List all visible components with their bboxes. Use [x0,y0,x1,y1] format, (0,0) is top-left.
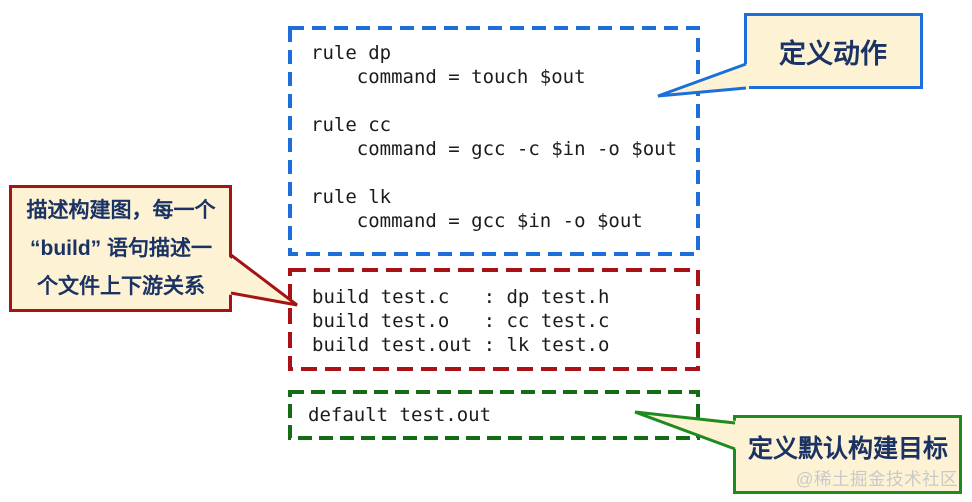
callout-default-target-label: 定义默认构建目标 [747,435,948,463]
watermark: @稀土掘金技术社区 [795,469,958,489]
ninja-rules-code: rule dp command = touch $out rule cc com… [311,42,678,232]
callout-build-graph-tail-edge [230,253,298,307]
builds-section-outline [288,268,700,371]
callout-default-target-tail-edge [634,410,736,451]
ninja-build-statements-code: build test.c : dp test.h build test.o : … [312,286,610,356]
callout-default-target-box [733,415,962,494]
callout-define-action-label: 定义动作 [779,38,887,69]
default-section-outline [288,390,700,440]
callout-define-action-box [744,13,923,89]
rules-section-outline [288,26,700,256]
ninja-default-target-code: default test.out [308,404,492,426]
callout-build-graph-box [9,185,232,312]
callout-define-action-tail-edge [657,62,747,98]
callout-build-graph-label: 描述构建图，每一个 “build” 语句描述一 个文件上下游关系 [26,199,216,298]
